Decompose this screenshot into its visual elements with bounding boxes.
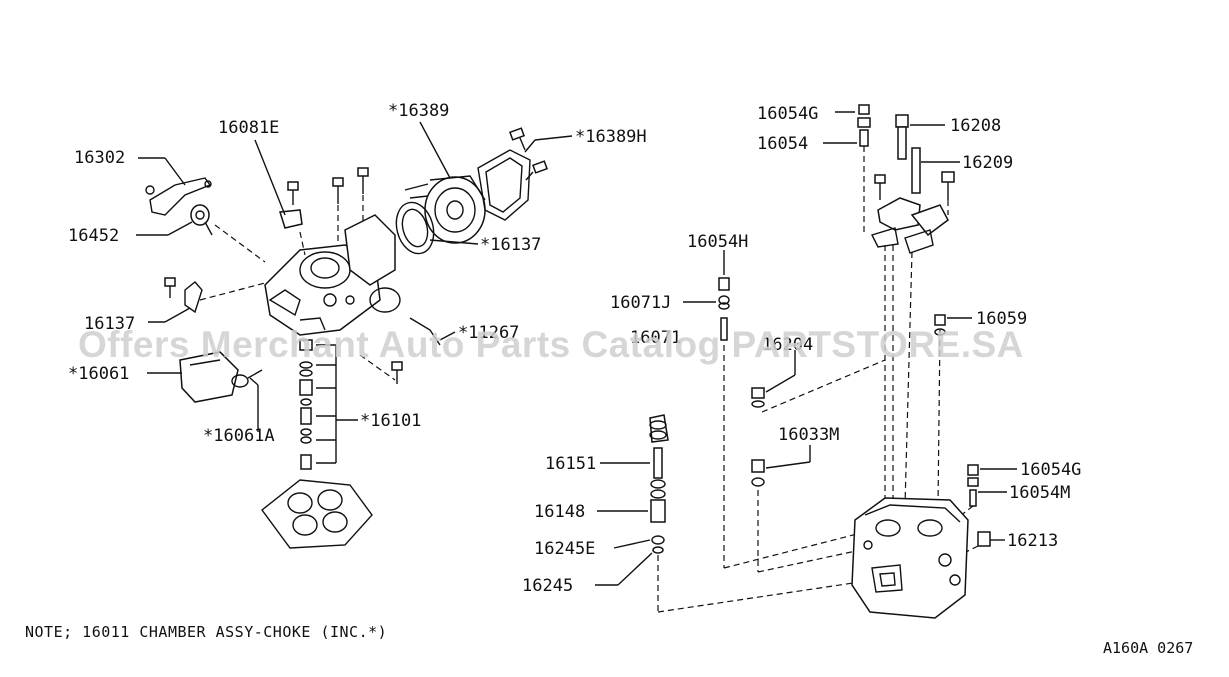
- base-gasket-part: [261, 479, 373, 549]
- diagram-code: A160A 0267: [1103, 639, 1193, 657]
- label-16054G-bottom: 16054G: [1020, 460, 1081, 480]
- top-fitting-parts: [857, 104, 955, 254]
- jet-16033M-part: [751, 459, 871, 573]
- label-16209: 16209: [962, 153, 1013, 173]
- label-16245E: 16245E: [534, 539, 595, 559]
- watermark: Offers Merchant Auto Parts Catalog PARTS…: [78, 324, 1024, 365]
- solenoid-part: [179, 351, 263, 403]
- label-16389: *16389: [388, 101, 449, 121]
- label-16054M: 16054M: [1009, 483, 1070, 503]
- choke-housing-part: [404, 175, 486, 244]
- label-16054: 16054: [757, 134, 808, 154]
- air-bleed-parts: [718, 277, 866, 569]
- choke-gasket-part: [395, 201, 435, 255]
- label-16071J: 16071J: [610, 293, 671, 313]
- label-16033M: 16033M: [778, 425, 839, 445]
- label-16054G-top: 16054G: [757, 104, 818, 124]
- main-body-part: [851, 497, 969, 619]
- screw-11267-part: [359, 317, 441, 384]
- label-16061A: *16061A: [203, 426, 275, 446]
- label-16071: 16071: [630, 328, 681, 348]
- label-11267: *11267: [458, 323, 519, 343]
- label-16059: 16059: [976, 309, 1027, 329]
- label-16148: 16148: [534, 502, 585, 522]
- label-16101: *16101: [360, 411, 421, 431]
- needle-valve-parts: [649, 414, 861, 613]
- label-16452: 16452: [68, 226, 119, 246]
- label-16389H: *16389H: [575, 127, 647, 147]
- label-16137-star: *16137: [480, 235, 541, 255]
- cover-part: [477, 127, 548, 221]
- label-16245: 16245: [522, 576, 573, 596]
- jet-stack-part: [299, 339, 358, 470]
- label-16137-left: 16137: [84, 314, 135, 334]
- label-16081E: 16081E: [218, 118, 279, 138]
- label-16302: 16302: [74, 148, 125, 168]
- right-small-parts: [954, 464, 991, 556]
- leader-lines: [136, 111, 1017, 586]
- carburetor-body-part: [264, 214, 401, 336]
- label-16204: 16204: [762, 335, 813, 355]
- label-16213: 16213: [1007, 531, 1058, 551]
- label-16208: 16208: [950, 116, 1001, 136]
- bracket-part: [164, 277, 266, 314]
- top-screws: [332, 167, 369, 250]
- label-16061: *16061: [68, 364, 129, 384]
- plug-16059-part: [934, 314, 946, 336]
- label-16151: 16151: [545, 454, 596, 474]
- choke-lever-part: [145, 177, 212, 216]
- bushing-part: [190, 204, 213, 236]
- footnote: NOTE; 16011 CHAMBER ASSY-CHOKE (INC.*): [25, 623, 387, 641]
- plug-16204-part: [751, 359, 886, 413]
- label-16054H: 16054H: [687, 232, 748, 252]
- screw-part: [279, 181, 303, 229]
